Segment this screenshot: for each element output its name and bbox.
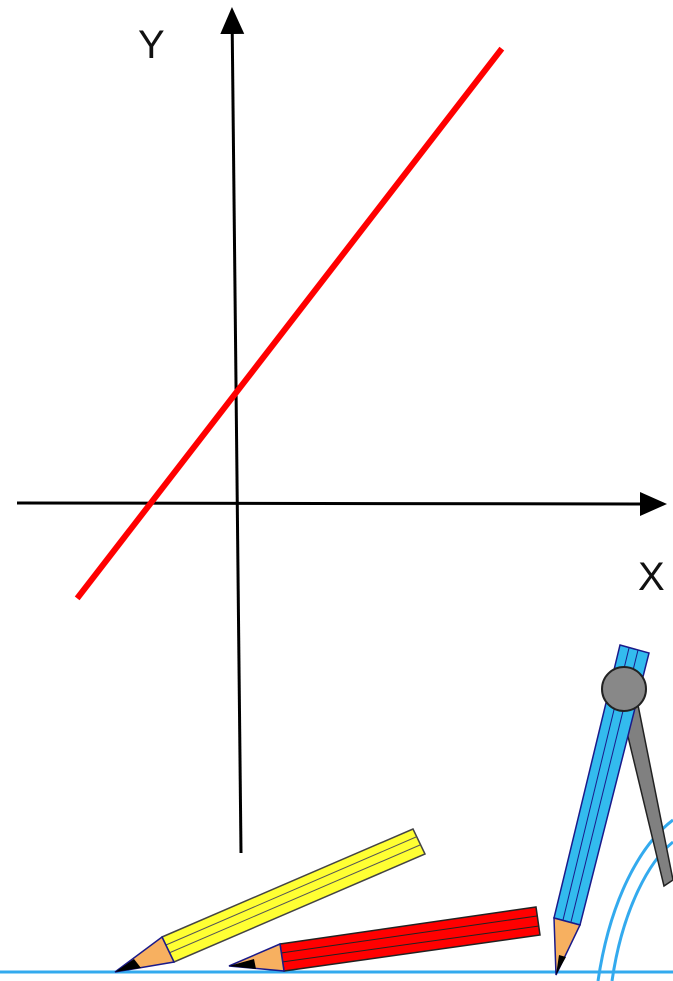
y-axis-label: Y — [138, 23, 165, 67]
compass — [553, 644, 673, 976]
x-axis — [16, 491, 667, 516]
y-axis — [220, 7, 245, 854]
compass-hinge — [601, 666, 647, 712]
red-pencil — [228, 906, 541, 972]
x-axis-label: X — [638, 555, 665, 599]
linear-function-line — [74, 46, 505, 601]
yellow-pencil — [114, 828, 427, 973]
